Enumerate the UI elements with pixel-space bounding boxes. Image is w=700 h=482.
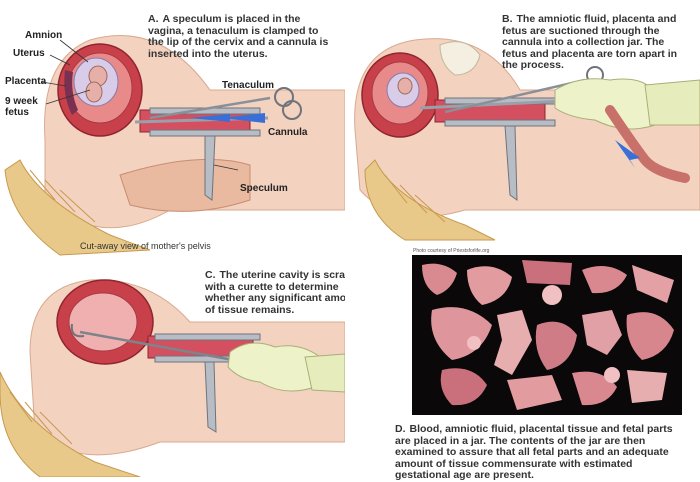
insertion-arrow-icon xyxy=(190,114,230,122)
speculum-lower-blade xyxy=(149,129,261,137)
caption-c: C.The uterine cavity is scraped with a c… xyxy=(205,269,345,316)
label-uterus: Uterus xyxy=(13,48,45,59)
suction-tube xyxy=(605,105,690,183)
caption-d-text: Blood, amniotic fluid, placental tissue … xyxy=(395,423,673,481)
tissue-photo-image xyxy=(412,255,682,415)
caption-b-letter: B. xyxy=(502,13,513,25)
tissue-photo xyxy=(412,255,682,415)
caption-c-letter: C. xyxy=(205,269,216,281)
panel-c: C.The uterine cavity is scraped with a c… xyxy=(0,262,345,477)
caption-a: A.A speculum is placed in the vagina, a … xyxy=(148,13,333,60)
panel-a-illustration xyxy=(4,35,345,256)
label-cannula: Cannula xyxy=(268,127,308,138)
suction-arrow-icon xyxy=(615,140,640,168)
label-amnion: Amnion xyxy=(25,30,63,41)
panel-b: B.The amniotic fluid, placenta and fetus… xyxy=(345,0,700,245)
label-fetus-line1: 9 week xyxy=(5,96,38,107)
panel-a: A.A speculum is placed in the vagina, a … xyxy=(0,0,345,260)
caption-b-text: The amniotic fluid, placenta and fetus a… xyxy=(502,13,678,71)
caption-d-letter: D. xyxy=(395,423,406,435)
label-speculum: Speculum xyxy=(240,183,288,194)
label-placenta: Placenta xyxy=(5,76,47,87)
caption-a-text: A speculum is placed in the vagina, a te… xyxy=(148,13,329,60)
pelvis-note: Cut-away view of mother's pelvis xyxy=(80,241,211,251)
panel-b-illustration xyxy=(354,38,700,241)
panel-c-illustration xyxy=(0,279,345,477)
label-tenaculum: Tenaculum xyxy=(222,80,275,91)
caption-c-text: The uterine cavity is scraped with a cur… xyxy=(205,269,345,316)
fetus-shape-b xyxy=(397,77,413,95)
caption-d: D.Blood, amniotic fluid, placental tissu… xyxy=(395,423,690,482)
caption-b: B.The amniotic fluid, placenta and fetus… xyxy=(502,13,692,72)
caption-a-letter: A. xyxy=(148,13,159,25)
speculum-handle xyxy=(204,135,216,201)
photo-credit: Photo courtesy of Priestsforlife.org xyxy=(413,248,490,254)
label-fetus-line2: fetus xyxy=(5,107,29,118)
